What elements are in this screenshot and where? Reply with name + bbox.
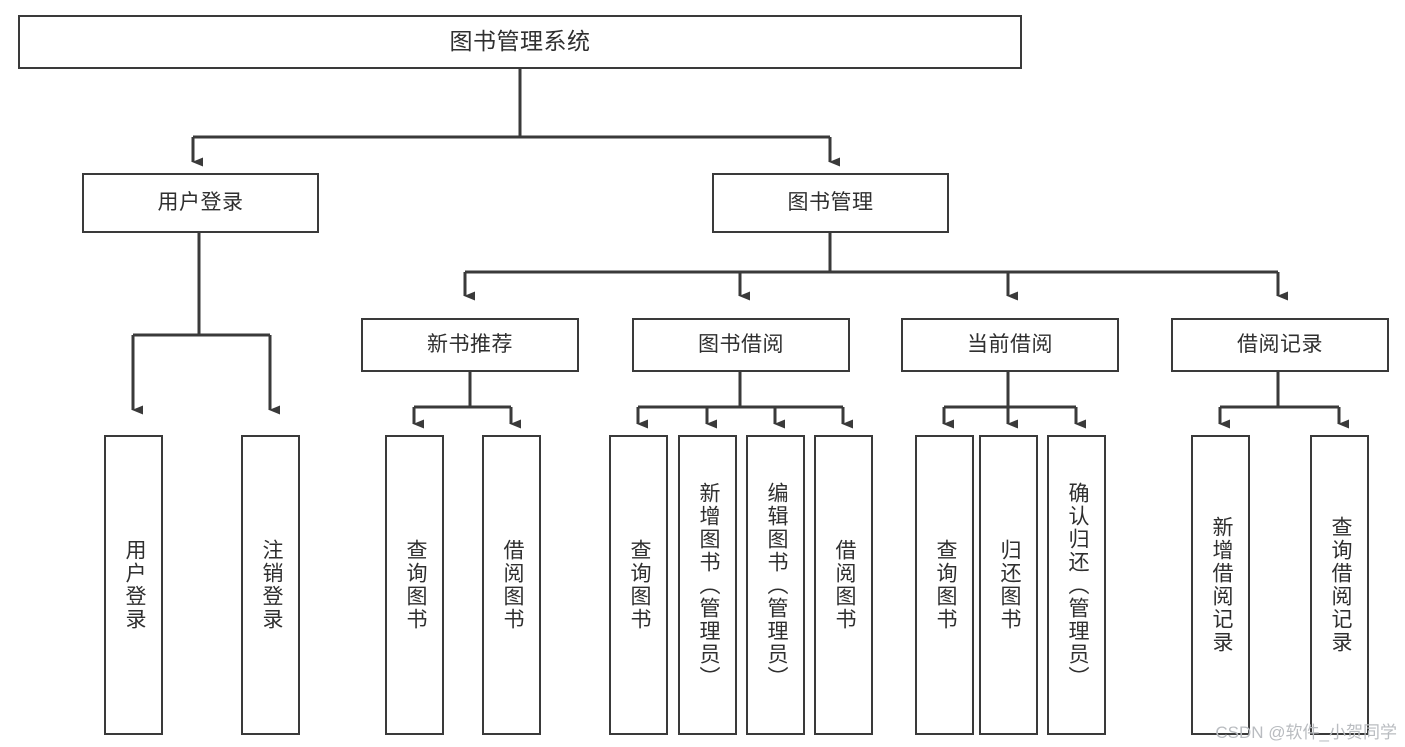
node-book-borrow[interactable]: 图书借阅: [632, 318, 850, 372]
leaf-bb-add-book-admin-label: 新增图书（管理员）: [696, 481, 720, 689]
leaf-bb-add-book-admin[interactable]: 新增图书（管理员）: [678, 435, 737, 735]
leaf-cb-query-books-label: 查询图书: [933, 539, 957, 631]
leaf-br-query-record-label: 查询借阅记录: [1328, 516, 1352, 654]
node-current-borrow[interactable]: 当前借阅: [901, 318, 1119, 372]
leaf-cb-confirm-return-admin[interactable]: 确认归还（管理员）: [1047, 435, 1106, 735]
node-user-login-label: 用户登录: [157, 191, 244, 215]
node-new-book-recommend[interactable]: 新书推荐: [361, 318, 579, 372]
leaf-cb-query-books[interactable]: 查询图书: [915, 435, 974, 735]
node-book-management-label: 图书管理: [787, 191, 874, 215]
leaf-bb-edit-book-admin-label: 编辑图书（管理员）: [764, 481, 788, 689]
node-borrow-records-label: 借阅记录: [1237, 333, 1323, 357]
node-book-borrow-label: 图书借阅: [698, 333, 784, 357]
leaf-bb-query-books[interactable]: 查询图书: [609, 435, 668, 735]
csdn-watermark: CSDN @软件_小贺同学: [1215, 723, 1397, 742]
leaf-cb-return-books[interactable]: 归还图书: [979, 435, 1038, 735]
leaf-logout-label: 注销登录: [259, 539, 283, 631]
leaf-cb-confirm-return-admin-label: 确认归还（管理员）: [1065, 481, 1089, 689]
leaf-nb-borrow-books[interactable]: 借阅图书: [482, 435, 541, 735]
leaf-nb-borrow-books-label: 借阅图书: [500, 539, 524, 631]
leaf-br-add-record[interactable]: 新增借阅记录: [1191, 435, 1250, 735]
node-root-system[interactable]: 图书管理系统: [18, 15, 1022, 69]
leaf-user-login-label: 用户登录: [122, 539, 146, 631]
node-root-system-label: 图书管理系统: [449, 28, 591, 55]
leaf-user-login[interactable]: 用户登录: [104, 435, 163, 735]
node-user-login[interactable]: 用户登录: [82, 173, 319, 233]
leaf-bb-edit-book-admin[interactable]: 编辑图书（管理员）: [746, 435, 805, 735]
leaf-logout[interactable]: 注销登录: [241, 435, 300, 735]
node-new-book-recommend-label: 新书推荐: [427, 333, 513, 357]
leaf-nb-query-books[interactable]: 查询图书: [385, 435, 444, 735]
node-current-borrow-label: 当前借阅: [967, 333, 1053, 357]
leaf-cb-return-books-label: 归还图书: [997, 539, 1021, 631]
leaf-bb-borrow-books-label: 借阅图书: [832, 539, 856, 631]
node-book-management[interactable]: 图书管理: [712, 173, 949, 233]
leaf-bb-borrow-books[interactable]: 借阅图书: [814, 435, 873, 735]
leaf-nb-query-books-label: 查询图书: [403, 539, 427, 631]
leaf-br-query-record[interactable]: 查询借阅记录: [1310, 435, 1369, 735]
leaf-bb-query-books-label: 查询图书: [627, 539, 651, 631]
leaf-br-add-record-label: 新增借阅记录: [1209, 516, 1233, 654]
node-borrow-records[interactable]: 借阅记录: [1171, 318, 1389, 372]
